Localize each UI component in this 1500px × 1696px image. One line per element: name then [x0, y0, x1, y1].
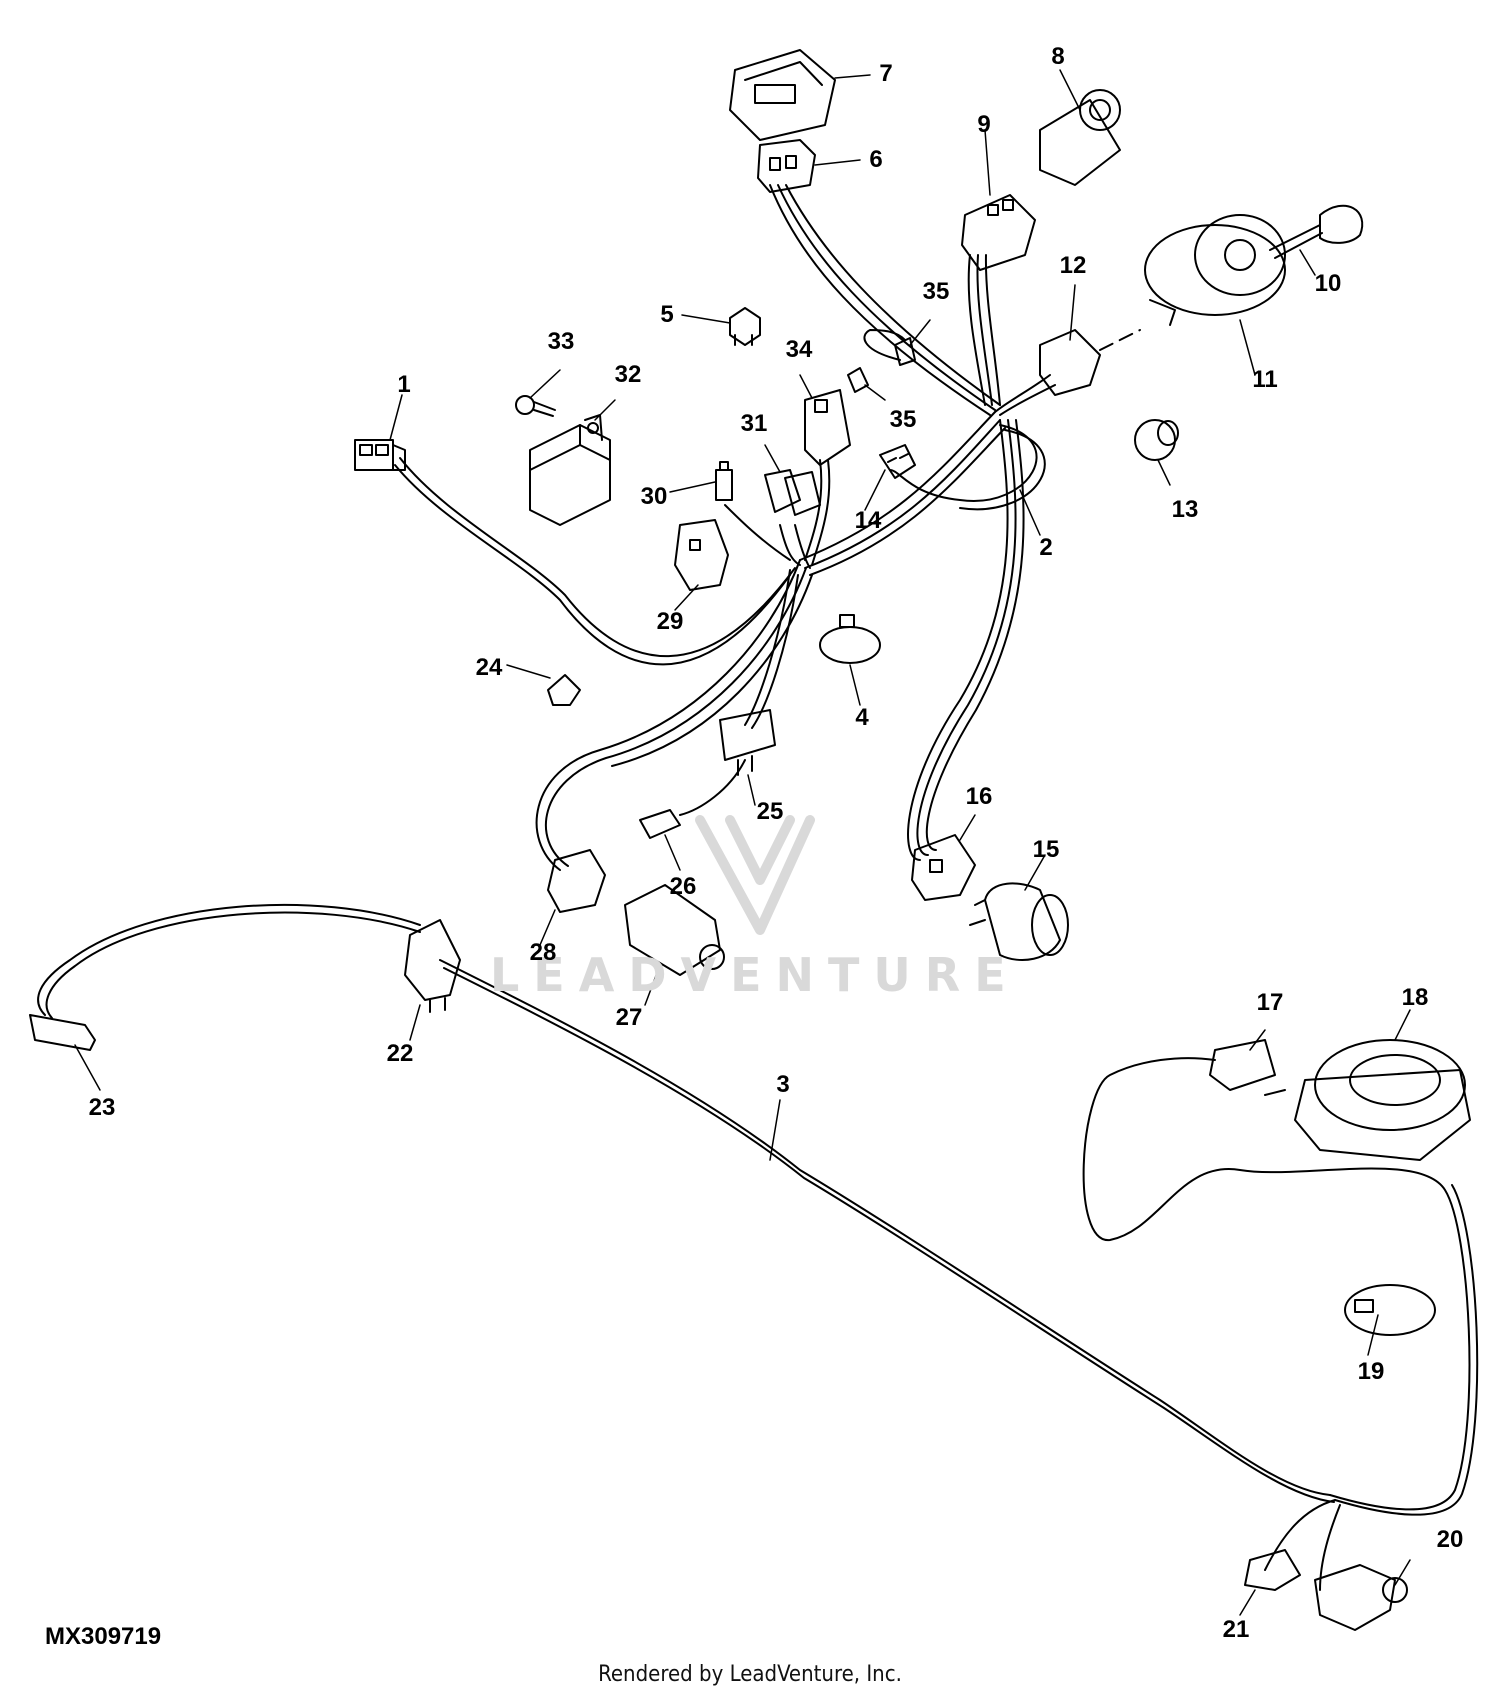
callout-9: 9 — [977, 111, 991, 138]
switch-27 — [624, 884, 725, 976]
callout-15: 15 — [1032, 836, 1060, 863]
connector-9 — [961, 194, 1036, 271]
callout-22: 22 — [386, 1040, 414, 1067]
callout-1: 1 — [397, 371, 411, 398]
round-module-18 — [1294, 1039, 1471, 1161]
lower-harness — [37, 903, 1479, 1591]
callout-14: 14 — [854, 507, 882, 534]
callout-31: 31 — [740, 410, 768, 437]
callout-12: 12 — [1059, 252, 1087, 279]
callout-34: 34 — [785, 336, 813, 363]
callout-23: 23 — [88, 1094, 116, 1121]
cable-tie-19 — [1344, 1284, 1436, 1336]
switch-20 — [1314, 1564, 1408, 1631]
connector-28 — [547, 849, 606, 913]
callout-2: 2 — [1039, 534, 1053, 561]
callout-32: 32 — [614, 361, 642, 388]
callout-4: 4 — [855, 704, 869, 731]
callout-3: 3 — [776, 1071, 790, 1098]
connector-29 — [674, 519, 729, 591]
callout-11: 11 — [1252, 366, 1278, 393]
callout-33: 33 — [547, 328, 575, 355]
main-harness — [394, 184, 1056, 871]
callout-20: 20 — [1436, 1526, 1464, 1553]
callout-27: 27 — [615, 1004, 643, 1031]
switch-7 — [729, 49, 836, 141]
connector-23 — [29, 1014, 96, 1051]
callout-13: 13 — [1171, 496, 1199, 523]
connector-1 — [354, 439, 406, 471]
switch-11 — [1144, 214, 1286, 326]
callout-35-lower: 35 — [889, 406, 917, 433]
figure-id: MX309719 — [45, 1623, 162, 1650]
callout-17: 17 — [1256, 989, 1284, 1016]
clip-35-upper — [894, 337, 916, 366]
ignition-switch-8 — [1039, 89, 1121, 186]
callout-8: 8 — [1051, 43, 1065, 70]
bulb-13 — [1134, 419, 1179, 461]
callout-5: 5 — [660, 301, 674, 328]
fuse-5 — [729, 307, 761, 346]
connector-34 — [804, 389, 851, 466]
callout-10: 10 — [1314, 270, 1342, 297]
connector-6 — [757, 139, 816, 193]
key-10 — [1269, 204, 1364, 259]
callout-28: 28 — [529, 939, 557, 966]
connector-12 — [1039, 329, 1141, 396]
screw-33 — [515, 395, 556, 417]
connector-17 — [1209, 1039, 1286, 1096]
watermark: LEADVENTURE — [490, 948, 1020, 1002]
connector-16 — [911, 834, 976, 901]
callout-30: 30 — [640, 483, 668, 510]
connector-21 — [1244, 1549, 1301, 1591]
fuse-holder-14 — [879, 444, 916, 479]
connector-22 — [404, 919, 461, 1013]
connector-26 — [639, 809, 681, 839]
footer-credit: Rendered by LeadVenture, Inc. — [598, 1662, 902, 1687]
terminal-30 — [715, 461, 733, 501]
leader-lines — [74, 69, 1411, 1616]
callout-18: 18 — [1401, 984, 1429, 1011]
callout-19: 19 — [1357, 1358, 1385, 1385]
callout-6: 6 — [869, 146, 883, 173]
callout-26: 26 — [669, 873, 697, 900]
connector-31 — [764, 469, 821, 516]
cable-tie-4 — [819, 614, 881, 664]
clip-24 — [547, 674, 581, 706]
callout-35-upper: 35 — [922, 278, 950, 305]
relay-32 — [529, 414, 611, 526]
callout-25: 25 — [756, 798, 784, 825]
watermark-logo — [695, 815, 815, 935]
callout-21: 21 — [1222, 1616, 1250, 1643]
callout-7: 7 — [879, 60, 893, 87]
callout-16: 16 — [965, 783, 993, 810]
switch-15 — [969, 882, 1069, 961]
connector-25 — [719, 709, 776, 776]
callout-24: 24 — [475, 654, 503, 681]
callout-29: 29 — [656, 608, 684, 635]
clip-35-lower — [847, 367, 869, 393]
